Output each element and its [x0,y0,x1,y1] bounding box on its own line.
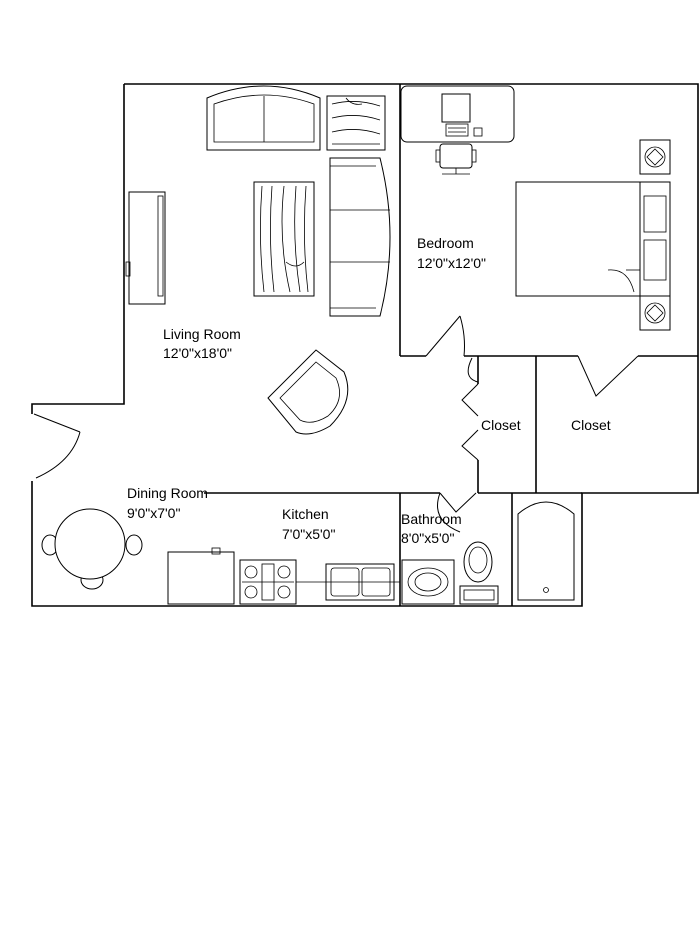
closet-label-2: Closet [571,417,611,433]
desk [400,85,515,143]
dining-table [41,508,143,590]
label-bathroom: Bathroom 8'0"x5'0" [401,511,462,546]
coffee-table [253,181,315,297]
dining-room-name: Dining Room [127,485,208,501]
end-table [326,95,386,151]
bathtub [517,501,575,601]
label-bedroom: Bedroom 12'0"x12'0" [417,235,486,271]
kitchen-sink [296,563,400,601]
closet-label-1: Closet [481,417,521,433]
bathroom-name: Bathroom [401,511,462,527]
refrigerator [167,547,235,605]
living-room-name: Living Room [163,326,241,342]
bathroom-sink [401,559,455,605]
living-room-size: 12'0"x18'0" [163,345,232,361]
label-kitchen: Kitchen 7'0"x5'0" [282,506,335,542]
stove [239,559,297,605]
dining-room-size: 9'0"x7'0" [127,505,180,521]
label-living-room: Living Room 12'0"x18'0" [163,326,241,361]
armchair [267,349,349,435]
bedroom-size: 12'0"x12'0" [417,255,486,271]
interior-walls [204,84,698,606]
loveseat [206,85,321,151]
bedroom-door [425,315,465,357]
nightstand-top [639,139,671,175]
bathroom-door [437,492,477,533]
sofa [329,157,391,317]
kitchen-size: 7'0"x5'0" [282,526,335,542]
bedroom-name: Bedroom [417,235,474,251]
entry-door [33,413,81,479]
toilet [459,541,499,605]
bathroom-size: 8'0"x5'0" [401,530,454,546]
label-dining-room: Dining Room 9'0"x7'0" [127,485,208,521]
tv-console [125,191,166,305]
bed [515,181,671,297]
desk-chair [435,143,477,175]
closet-doors [461,355,639,461]
nightstand-bottom [639,295,671,331]
kitchen-name: Kitchen [282,506,329,522]
